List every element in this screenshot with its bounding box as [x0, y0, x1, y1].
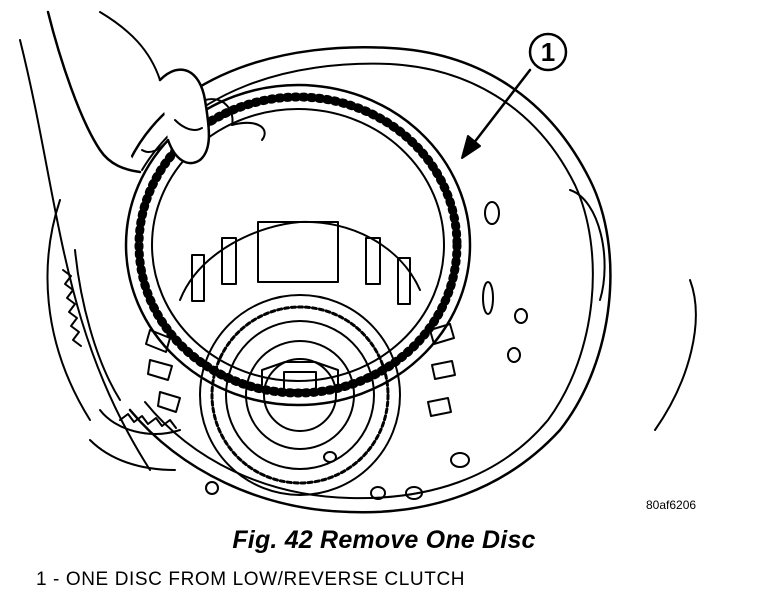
transmission-clutch-illustration: 1	[19, 10, 697, 514]
legend-item: 1 - ONE DISC FROM LOW/REVERSE CLUTCH	[36, 569, 466, 590]
legend: 1 - ONE DISC FROM LOW/REVERSE CLUTCH	[36, 569, 465, 591]
callout-leader-arrow	[461, 68, 532, 159]
callout-marker-1: 1	[528, 32, 568, 72]
figure-id: 80af6206	[646, 498, 697, 512]
callout-number: 1	[541, 37, 555, 67]
clutch-drum	[145, 220, 456, 417]
low-reverse-clutch-disc	[124, 83, 472, 407]
transmission-housing	[19, 39, 697, 514]
figure-caption: Fig. 42 Remove One Disc	[232, 526, 536, 554]
left-ring-gear-teeth	[62, 269, 177, 429]
hand	[46, 10, 266, 174]
